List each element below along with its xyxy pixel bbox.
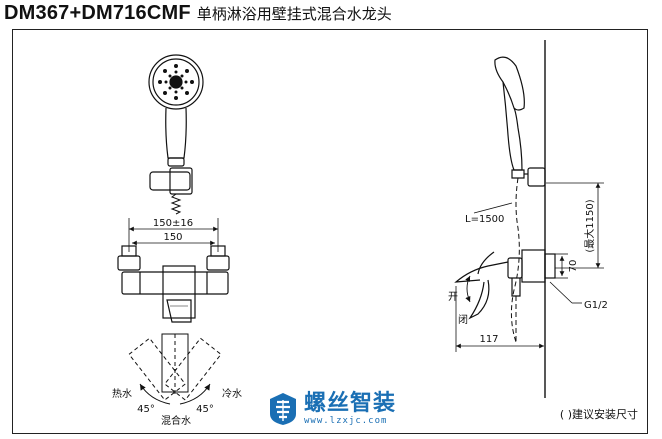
mixer-side-view bbox=[454, 249, 556, 342]
hose-length-label: L=1500 bbox=[465, 214, 504, 225]
dim-70 bbox=[555, 253, 568, 279]
screw-logo-icon bbox=[270, 393, 296, 425]
close-label: 闭 bbox=[458, 313, 468, 326]
rotation-diagram bbox=[128, 333, 222, 405]
brand-logo: 螺丝智装 www.lzxjc.com bbox=[268, 392, 396, 426]
angle-left-label: 45° bbox=[137, 404, 155, 415]
product-description: 单柄淋浴用壁挂式混合水龙头 bbox=[196, 5, 392, 23]
title-bar: DM367+DM716CMF 单柄淋浴用壁挂式混合水龙头 bbox=[4, 2, 392, 26]
hand-shower-side bbox=[494, 56, 546, 343]
hand-shower-front bbox=[148, 54, 204, 215]
dim-center-label: 150±16 bbox=[153, 218, 193, 229]
installation-note: ( )建议安装尺寸 bbox=[559, 408, 638, 421]
open-label: 开 bbox=[448, 292, 458, 303]
spray-nozzles-icon bbox=[158, 64, 194, 100]
logo-name: 螺丝智装 bbox=[304, 390, 397, 416]
mixer-front-view bbox=[117, 245, 230, 323]
depth-dimension bbox=[455, 286, 544, 352]
cold-water-label: 冷水 bbox=[222, 387, 242, 400]
dim-inner-label: 150 bbox=[163, 232, 182, 243]
hose-leader-line bbox=[473, 202, 513, 214]
thread-leader-line bbox=[549, 281, 573, 304]
depth-label: 117 bbox=[479, 334, 498, 345]
thread-label: G1/2 bbox=[584, 300, 608, 311]
open-close-arrow-icon bbox=[465, 275, 471, 303]
dim-70-label: 70 bbox=[568, 260, 579, 273]
hot-water-label: 热水 bbox=[112, 387, 132, 400]
model-number: DM367+DM716CMF bbox=[4, 2, 191, 24]
logo-url: www.lzxjc.com bbox=[304, 415, 388, 426]
drawing-frame bbox=[12, 29, 648, 434]
angle-right-label: 45° bbox=[196, 404, 214, 415]
height-max-label: (最大1150) bbox=[583, 199, 596, 252]
mixed-water-label: 混合水 bbox=[161, 414, 191, 427]
